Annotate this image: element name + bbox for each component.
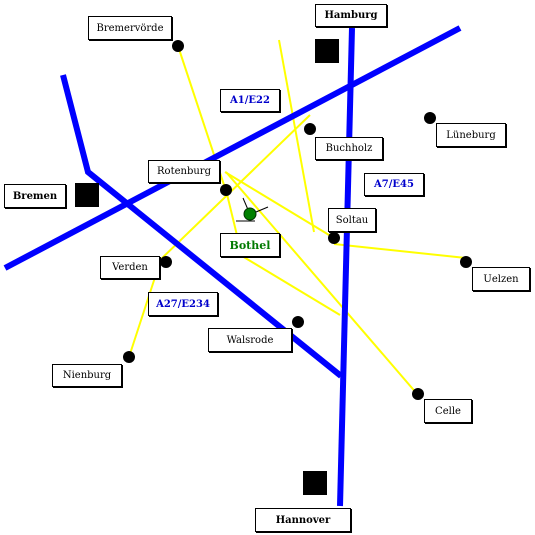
road-buchholz-verden bbox=[157, 114, 311, 263]
a7-label: A7/E45 bbox=[364, 173, 424, 196]
road-bothel-south bbox=[241, 255, 341, 316]
a27-label: A27/E234 bbox=[148, 292, 218, 316]
rotenburg-label: Rotenburg bbox=[148, 160, 220, 183]
lueneburg-label: Lüneburg bbox=[436, 123, 506, 147]
nienburg-dot bbox=[123, 351, 135, 363]
verden-label: Verden bbox=[100, 256, 160, 279]
motorway-a7 bbox=[337, 27, 355, 507]
bremervoerde-dot bbox=[172, 40, 184, 52]
road-rotenburg-soltau bbox=[224, 171, 335, 239]
buchholz-dot bbox=[304, 123, 316, 135]
soltau-label: Soltau bbox=[328, 208, 376, 232]
rotenburg-dot bbox=[220, 184, 232, 196]
motorway-a27 bbox=[60, 74, 343, 379]
lueneburg-dot bbox=[424, 112, 436, 124]
a1-label: A1/E22 bbox=[220, 89, 280, 112]
bothel-tick-right bbox=[255, 206, 269, 213]
celle-dot bbox=[412, 388, 424, 400]
motorway-a1 bbox=[3, 25, 462, 271]
road-hamburg-buchholz-soltau bbox=[278, 39, 315, 233]
bremen-square bbox=[75, 183, 99, 207]
nienburg-label: Nienburg bbox=[52, 364, 122, 387]
bremervoerde-label: Bremervörde bbox=[88, 16, 172, 40]
walsrode-label: Walsrode bbox=[208, 328, 292, 352]
soltau-dot bbox=[328, 232, 340, 244]
buchholz-label: Buchholz bbox=[315, 137, 383, 160]
bremen-label: Bremen bbox=[4, 184, 66, 208]
uelzen-dot bbox=[460, 256, 472, 268]
walsrode-dot bbox=[292, 316, 304, 328]
hamburg-square bbox=[315, 39, 339, 63]
celle-label: Celle bbox=[424, 399, 472, 423]
hamburg-label: Hamburg bbox=[315, 4, 387, 27]
road-rotenburg-celle bbox=[225, 171, 419, 396]
uelzen-label: Uelzen bbox=[472, 267, 530, 291]
bothel-dot bbox=[243, 207, 257, 221]
hannover-square bbox=[303, 471, 327, 495]
road-soltau-uelzen bbox=[333, 243, 467, 259]
bothel-label: Bothel bbox=[220, 233, 280, 257]
hannover-label: Hannover bbox=[255, 508, 351, 532]
verden-dot bbox=[160, 256, 172, 268]
